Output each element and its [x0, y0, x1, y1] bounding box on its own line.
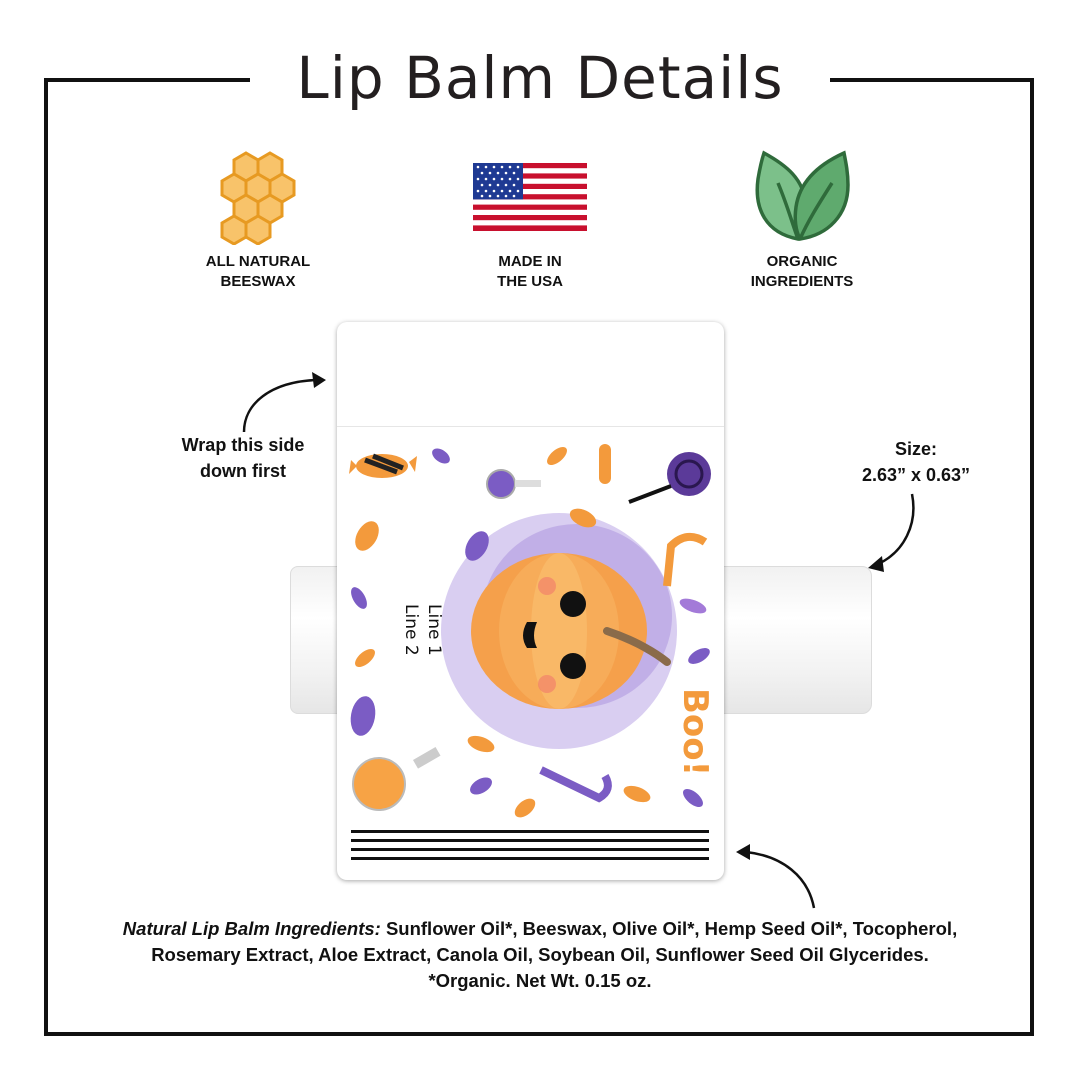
wrap-instruction: Wrap this side down first [181, 435, 305, 481]
lip-balm-label: Line 1 Line 2 Boo! [337, 322, 724, 880]
arrow-to-flap-icon [242, 372, 326, 433]
feature-made-in-usa: MADE IN THE USA [430, 148, 630, 292]
lip-balm-tube-end [720, 566, 872, 714]
label-stripes [351, 830, 709, 866]
ingredients-heading: Natural Lip Balm Ingredients: [122, 918, 381, 939]
feature-beeswax: ALL NATURAL BEESWAX [158, 148, 358, 292]
feature-label: ALL NATURAL BEESWAX [205, 253, 311, 290]
usa-flag-icon [430, 148, 630, 246]
label-line-1: Line 1 [424, 604, 444, 656]
label-line-2: Line 2 [401, 604, 421, 656]
boo-text: Boo! [675, 688, 715, 777]
feature-label: MADE IN THE USA [497, 253, 563, 290]
arrow-to-stripes-icon [736, 844, 816, 909]
label-wrap-flap [337, 322, 724, 427]
title-banner: Lip Balm Details [250, 40, 830, 116]
feature-label: ORGANIC INGREDIENTS [750, 253, 854, 290]
size-note: Size: 2.63” x 0.63” [861, 439, 971, 485]
halloween-pumpkin-artwork [349, 444, 711, 818]
page-title: Lip Balm Details [296, 44, 784, 112]
leaf-icon [702, 148, 902, 246]
feature-organic: ORGANIC INGREDIENTS [702, 148, 902, 292]
ingredients-text: Natural Lip Balm Ingredients: Sunflower … [122, 918, 958, 991]
honeycomb-icon [158, 148, 358, 246]
arrow-to-tube-icon [868, 493, 915, 572]
